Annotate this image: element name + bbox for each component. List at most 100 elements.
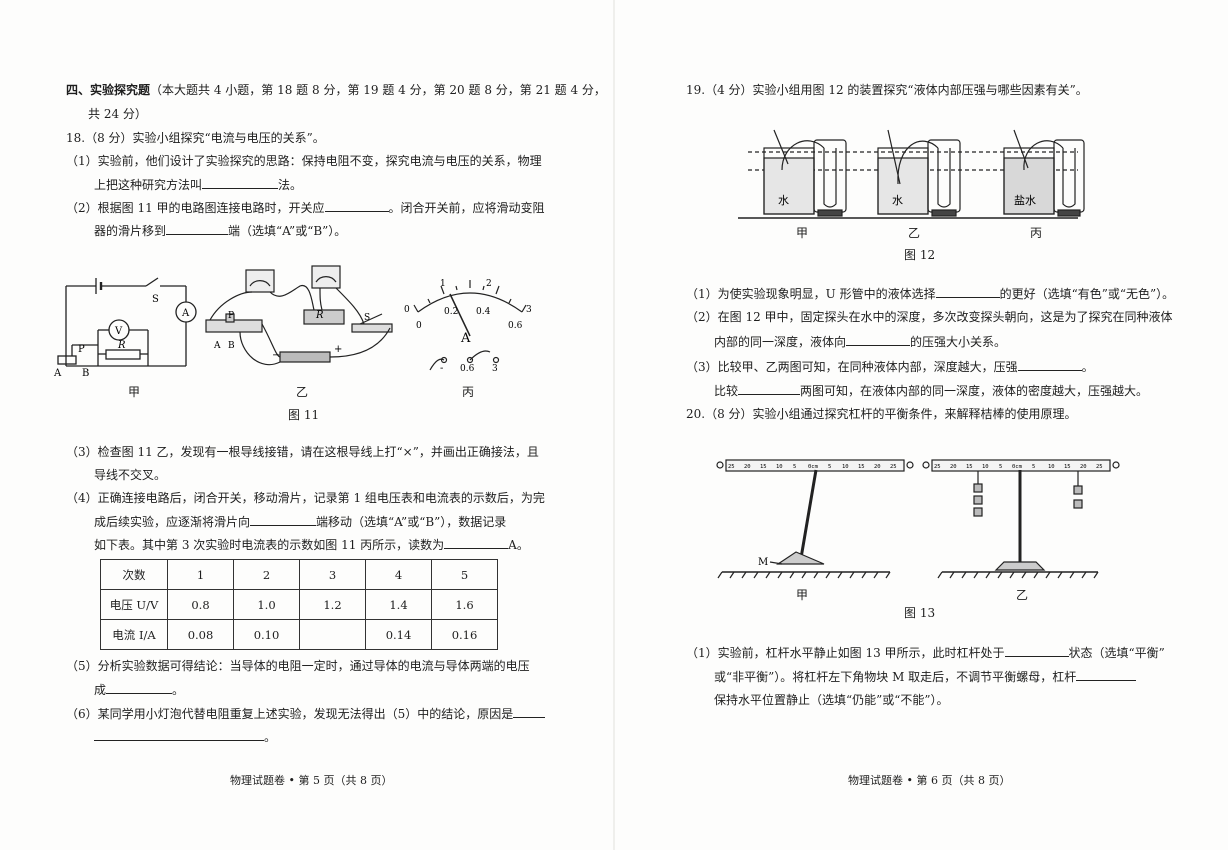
wiring-end-b: B bbox=[228, 341, 235, 351]
table-cell: 0.08 bbox=[167, 619, 234, 650]
ruler-jia-tick: 5 bbox=[793, 464, 796, 470]
table-cell: 3 bbox=[299, 559, 366, 590]
resistor-label: R bbox=[117, 340, 126, 351]
ruler-jia-tick: 20 bbox=[874, 464, 881, 470]
fig13-caption: 图 13 bbox=[904, 606, 936, 620]
dial-inner-04: 0.4 bbox=[476, 307, 491, 317]
answer-blank-slider-end[interactable] bbox=[166, 222, 229, 235]
wiring-switch-s: S bbox=[364, 313, 370, 323]
wiring-slider-p: P bbox=[228, 311, 234, 321]
q19-2b: 内部的同一深度，液体向的压强大小关系。 bbox=[714, 333, 1007, 349]
section-heading: 四、实验探究题 bbox=[66, 83, 151, 97]
fig12-pressure-apparatus: 水 水 盐水 bbox=[738, 129, 1085, 219]
table-cell: 1.2 bbox=[299, 589, 366, 620]
answer-blank-pressure[interactable] bbox=[1017, 358, 1082, 371]
battery-minus: − bbox=[272, 350, 280, 361]
q18-5a: （5）分析实验数据可得结论：当导体的电阻一定时，通过导体的电流与导体两端的电压 bbox=[66, 659, 530, 673]
terminal-neg: - bbox=[440, 363, 443, 374]
right-footer: 物理试题卷 • 第 6 页（共 8 页） bbox=[848, 774, 1011, 787]
table-cell: 2 bbox=[233, 559, 300, 590]
fig12-sub-yi: 乙 bbox=[908, 226, 921, 240]
ruler-jia-tick: 0cm bbox=[808, 464, 819, 470]
section-heading-line: 四、实验探究题（本大题共 4 小题，第 18 题 8 分，第 19 题 4 分，… bbox=[66, 82, 606, 98]
ruler-yi-tick: 0cm bbox=[1012, 464, 1023, 470]
answer-blank-can-keep[interactable] bbox=[1076, 668, 1137, 681]
dial-outer-1: 1 bbox=[440, 279, 446, 289]
table-cell: 次数 bbox=[100, 559, 168, 590]
answer-blank-direction-19[interactable] bbox=[846, 333, 911, 346]
table-row-voltage: 电压 U/V 0.8 1.0 1.2 1.4 1.6 bbox=[100, 589, 498, 620]
ruler-yi-tick: 15 bbox=[1064, 464, 1071, 470]
q18-2b: 器的滑片移到端（选填“A”或“B”）。 bbox=[94, 222, 347, 238]
answer-blank-compare[interactable] bbox=[738, 382, 801, 395]
answer-blank-reading[interactable] bbox=[444, 536, 509, 549]
liquid-label-water-1: 水 bbox=[778, 194, 789, 207]
answer-blank-reason-2[interactable] bbox=[94, 728, 264, 741]
rheostat-end-b: B bbox=[82, 368, 89, 379]
wiring-end-a: A bbox=[213, 341, 221, 351]
rheostat-end-a: A bbox=[53, 368, 62, 379]
fig11-wiring-sketch: P A B R S − + bbox=[205, 265, 393, 366]
voltmeter-symbol-label: V bbox=[114, 326, 123, 337]
q20-title: 20.（8 分）实验小组通过探究杠杆的平衡条件，来解释桔棒的使用原理。 bbox=[686, 407, 1077, 421]
q18-title: 18.（8 分）实验小组探究“电流与电压的关系”。 bbox=[66, 131, 325, 145]
liquid-label-water-2: 水 bbox=[892, 194, 903, 207]
q18-3b: 导线不交叉。 bbox=[94, 468, 167, 482]
dial-inner-0: 0 bbox=[416, 321, 422, 331]
table-cell: 电压 U/V bbox=[100, 589, 168, 620]
table-cell: 1.0 bbox=[233, 589, 300, 620]
q18-6b: 。 bbox=[94, 728, 276, 745]
page-fold bbox=[613, 0, 615, 850]
table-cell: 1.4 bbox=[365, 589, 432, 620]
ruler-yi-tick: 25 bbox=[1096, 464, 1103, 470]
ruler-yi-tick: 25 bbox=[934, 464, 941, 470]
fig13-lever-apparatus: M 25 20 15 10 5 0cm 5 10 15 20 25 25 20 … bbox=[716, 459, 1120, 579]
answer-blank-reason-1[interactable] bbox=[513, 705, 546, 718]
dial-outer-3: 3 bbox=[526, 305, 532, 315]
fig11-sub-jia: 甲 bbox=[128, 385, 141, 399]
battery-plus: + bbox=[334, 344, 342, 355]
ruler-jia-tick: 25 bbox=[890, 464, 897, 470]
ruler-yi-tick: 10 bbox=[1048, 464, 1055, 470]
answer-blank-conclusion[interactable] bbox=[106, 681, 173, 694]
answer-blank-balance-state[interactable] bbox=[1004, 644, 1069, 657]
q18-4b: 成后续实验，应逐渐将滑片向端移动（选填“A”或“B”），数据记录 bbox=[94, 513, 507, 529]
table-row-header: 次数 1 2 3 4 5 bbox=[100, 559, 498, 590]
fig13-sub-jia: 甲 bbox=[796, 588, 809, 602]
table-cell: 0.8 bbox=[167, 589, 234, 620]
ruler-jia-tick: 15 bbox=[858, 464, 865, 470]
ruler-yi-tick: 5 bbox=[999, 464, 1002, 470]
q20-1a: （1）实验前，杠杆水平静止如图 13 甲所示，此时杠杆处于状态（选填“平衡” bbox=[686, 644, 1165, 660]
terminal-06: 0.6 bbox=[460, 364, 475, 374]
q18-5b: 成。 bbox=[94, 681, 185, 697]
table-cell: 电流 I/A bbox=[100, 619, 168, 650]
answer-blank-liquid-color[interactable] bbox=[935, 285, 1000, 298]
block-m-label: M bbox=[758, 557, 768, 568]
ruler-yi-tick: 20 bbox=[1080, 464, 1087, 470]
right-page: 19.（4 分）实验小组用图 12 的装置探究“液体内部压强与哪些因素有关”。 bbox=[614, 0, 1228, 850]
table-cell: 4 bbox=[365, 559, 432, 590]
ruler-jia-tick: 20 bbox=[744, 464, 751, 470]
answer-blank-method[interactable] bbox=[202, 176, 279, 189]
ruler-jia-tick: 10 bbox=[842, 464, 849, 470]
answer-blank-switch[interactable] bbox=[324, 199, 389, 212]
slider-label: P bbox=[78, 344, 85, 355]
fig11-ammeter-dial: 0 1 2 3 0 0.2 0.4 0.6 A - 0.6 3 bbox=[404, 279, 532, 374]
answer-blank-direction[interactable] bbox=[250, 513, 317, 526]
ruler-yi-tick: 5 bbox=[1032, 464, 1035, 470]
section-desc-2: 共 24 分） bbox=[88, 107, 147, 121]
dial-unit-a: A bbox=[460, 331, 471, 346]
table-cell-empty[interactable] bbox=[299, 619, 366, 650]
q19-title: 19.（4 分）实验小组用图 12 的装置探究“液体内部压强与哪些因素有关”。 bbox=[686, 83, 1088, 97]
dial-inner-06: 0.6 bbox=[508, 321, 523, 331]
q19-3b: 比较两图可知，在液体内部的同一深度，液体的密度越大，压强越大。 bbox=[714, 382, 1149, 398]
fig11-caption: 图 11 bbox=[288, 408, 320, 422]
data-table: 次数 1 2 3 4 5 电压 U/V 0.8 1.0 1.2 1.4 1.6 … bbox=[100, 559, 498, 650]
q19-1: （1）为使实验现象明显，U 形管中的液体选择的更好（选填“有色”或“无色”）。 bbox=[686, 285, 1175, 301]
q18-3a: （3）检查图 11 乙，发现有一根导线接错，请在这根导线上打“×”，并画出正确接… bbox=[66, 445, 539, 459]
q18-1b: 上把这种研究方法叫法。 bbox=[94, 176, 303, 192]
liquid-label-salt-water: 盐水 bbox=[1014, 194, 1036, 207]
table-row-current: 电流 I/A 0.08 0.10 0.14 0.16 bbox=[100, 619, 498, 650]
fig13-sub-yi: 乙 bbox=[1016, 588, 1029, 602]
ruler-yi-tick: 15 bbox=[966, 464, 973, 470]
